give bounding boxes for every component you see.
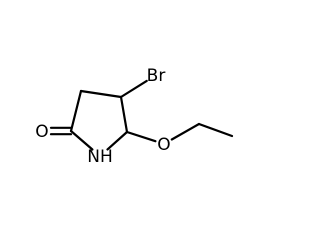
bond-group: [49, 79, 234, 151]
bond-o-ch2: [170, 122, 201, 141]
atom-label-o-carbonyl: O: [35, 122, 48, 142]
bond-c1-c2: [69, 89, 83, 133]
bond-c3-c4: [119, 95, 129, 134]
bond-ch2-ch3: [197, 122, 234, 138]
atom-label-br: Br: [147, 66, 166, 86]
bond-c4-o: [125, 130, 157, 143]
bond-c3-br: [119, 79, 148, 99]
bond-n-c1: [69, 129, 94, 151]
bond-c4-n: [106, 130, 129, 151]
atom-label-n-ring: NH: [87, 147, 113, 167]
atom-label-o-ether: O: [157, 135, 170, 155]
chemical-structure: NH O BrO: [35, 66, 234, 167]
bond-c2-c3: [79, 89, 123, 99]
atom-label-group: NH O BrO: [35, 66, 170, 167]
